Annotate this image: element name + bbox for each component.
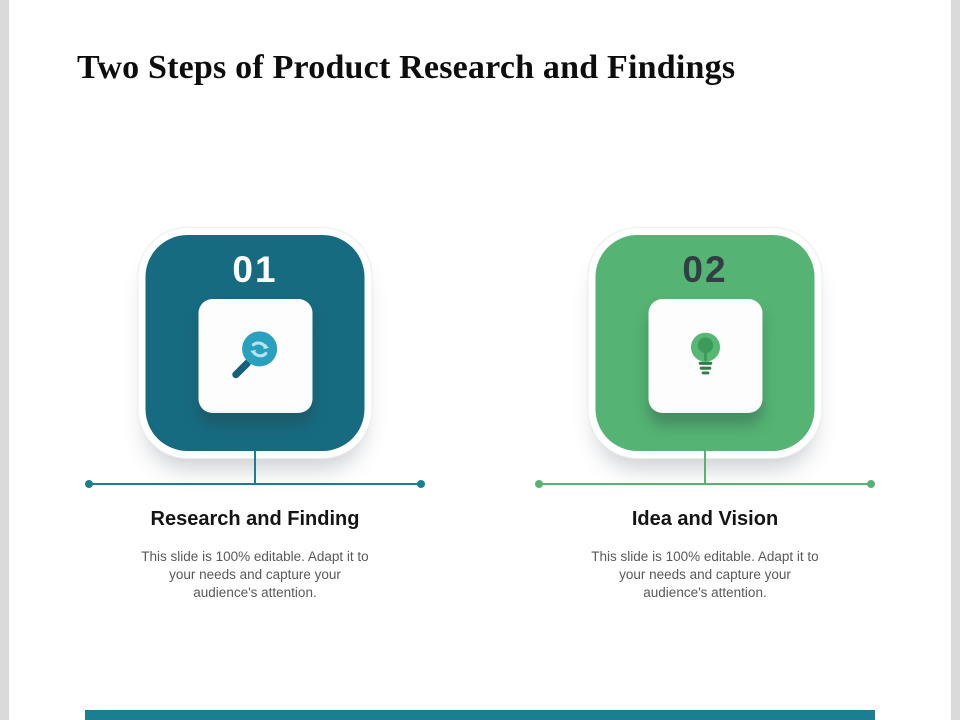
step-heading: Idea and Vision [631, 508, 779, 530]
step-number: 01 [232, 249, 278, 290]
connector-stem [704, 451, 706, 484]
step-description: This slide is 100% editable. Adapt it to… [591, 549, 819, 600]
connector-endpoint-right [867, 480, 875, 488]
icon-tile [198, 299, 312, 413]
step-description: This slide is 100% editable. Adapt it to… [141, 549, 369, 600]
connector-endpoint-left [535, 480, 543, 488]
step-card-1: 01 [145, 235, 365, 451]
lightbulb-icon [674, 323, 736, 390]
canvas-edge-left [0, 0, 9, 720]
canvas-edge-right [951, 0, 960, 720]
connector-endpoint-left [85, 480, 93, 488]
step-heading: Research and Finding [150, 508, 360, 530]
footer-accent-bar [85, 710, 875, 720]
connector-stem [254, 451, 256, 484]
slide-title: Two Steps of Product Research and Findin… [77, 48, 736, 86]
magnifier-search-icon [222, 321, 288, 392]
connector-rail [88, 483, 422, 485]
step-card-2: 02 [595, 235, 815, 451]
step-number: 02 [682, 249, 728, 290]
connector-endpoint-right [417, 480, 425, 488]
connector-rail [538, 483, 872, 485]
icon-tile [648, 299, 762, 413]
